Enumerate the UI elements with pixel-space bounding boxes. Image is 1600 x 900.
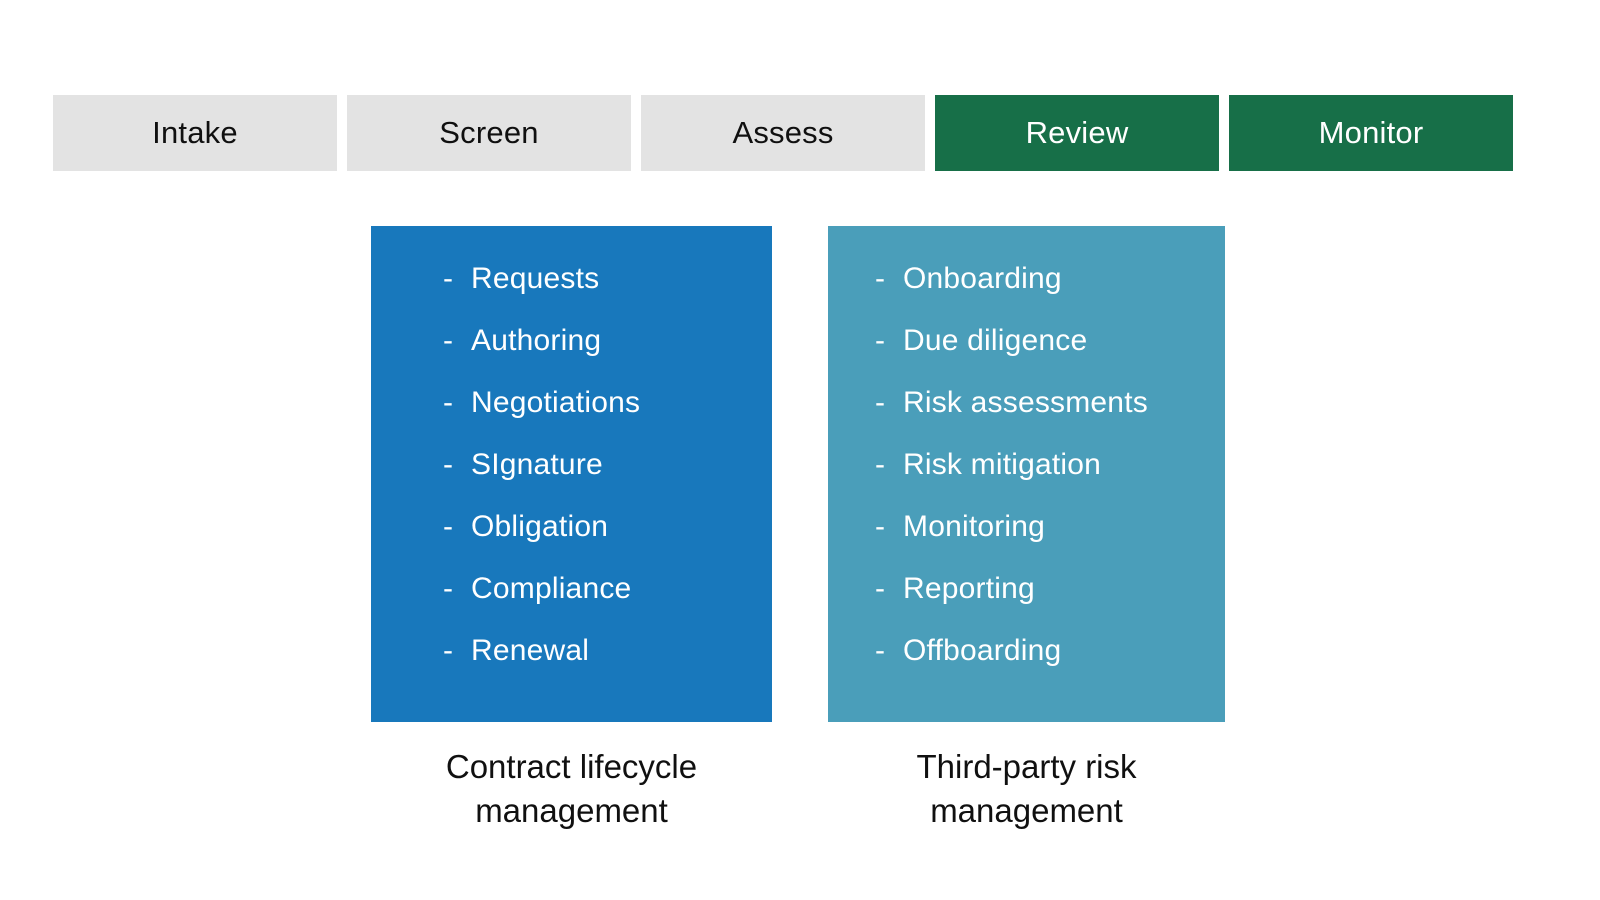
dash-bullet: - bbox=[443, 510, 454, 543]
list-item-label: Risk mitigation bbox=[903, 448, 1102, 481]
contract-lifecycle-box: -Requests -Authoring -Negotiations -SIgn… bbox=[371, 226, 772, 722]
list-item-label: Obligation bbox=[471, 510, 609, 543]
dash-bullet: - bbox=[443, 386, 454, 419]
list-item: -Reporting bbox=[875, 558, 1225, 620]
list-item-label: SIgnature bbox=[471, 448, 603, 481]
third-party-risk-box: -Onboarding -Due diligence -Risk assessm… bbox=[828, 226, 1225, 722]
dash-bullet: - bbox=[443, 448, 454, 481]
dash-bullet: - bbox=[875, 448, 886, 481]
list-item-label: Risk assessments bbox=[903, 386, 1148, 419]
list-item-label: Due diligence bbox=[903, 324, 1088, 357]
list-item: -Authoring bbox=[443, 310, 772, 372]
list-item: -Risk mitigation bbox=[875, 434, 1225, 496]
list-item: -Onboarding bbox=[875, 248, 1225, 310]
clm-item-list: -Requests -Authoring -Negotiations -SIgn… bbox=[371, 226, 772, 682]
list-item-label: Monitoring bbox=[903, 510, 1046, 543]
dash-bullet: - bbox=[875, 324, 886, 357]
tprm-item-list: -Onboarding -Due diligence -Risk assessm… bbox=[828, 226, 1225, 682]
list-item: -SIgnature bbox=[443, 434, 772, 496]
dash-bullet: - bbox=[875, 634, 886, 667]
stage-intake[interactable]: Intake bbox=[53, 95, 337, 171]
contract-lifecycle-caption: Contract lifecycle management bbox=[445, 748, 698, 829]
list-item-label: Renewal bbox=[471, 634, 590, 667]
list-item-label: Onboarding bbox=[903, 262, 1062, 295]
dash-bullet: - bbox=[875, 572, 886, 605]
stage-button-row: Intake Screen Assess Review Monitor bbox=[53, 95, 1513, 171]
list-item-label: Negotiations bbox=[471, 386, 641, 419]
dash-bullet: - bbox=[443, 634, 454, 667]
dash-bullet: - bbox=[875, 386, 886, 419]
list-item: -Monitoring bbox=[875, 496, 1225, 558]
stage-review[interactable]: Review bbox=[935, 95, 1219, 171]
list-item: -Offboarding bbox=[875, 620, 1225, 682]
list-item: -Due diligence bbox=[875, 310, 1225, 372]
list-item: -Requests bbox=[443, 248, 772, 310]
third-party-risk-caption: Third-party risk management bbox=[916, 748, 1137, 829]
list-item-label: Offboarding bbox=[903, 634, 1062, 667]
list-item: -Negotiations bbox=[443, 372, 772, 434]
list-item: -Obligation bbox=[443, 496, 772, 558]
list-item-label: Compliance bbox=[471, 572, 632, 605]
list-item: -Compliance bbox=[443, 558, 772, 620]
stage-assess[interactable]: Assess bbox=[641, 95, 925, 171]
dash-bullet: - bbox=[875, 262, 886, 295]
dash-bullet: - bbox=[443, 262, 454, 295]
list-item-label: Authoring bbox=[471, 324, 602, 357]
list-item-label: Reporting bbox=[903, 572, 1035, 605]
dash-bullet: - bbox=[443, 572, 454, 605]
list-item-label: Requests bbox=[471, 262, 600, 295]
list-item: -Renewal bbox=[443, 620, 772, 682]
stage-monitor[interactable]: Monitor bbox=[1229, 95, 1513, 171]
list-item: -Risk assessments bbox=[875, 372, 1225, 434]
stage-screen[interactable]: Screen bbox=[347, 95, 631, 171]
dash-bullet: - bbox=[443, 324, 454, 357]
dash-bullet: - bbox=[875, 510, 886, 543]
